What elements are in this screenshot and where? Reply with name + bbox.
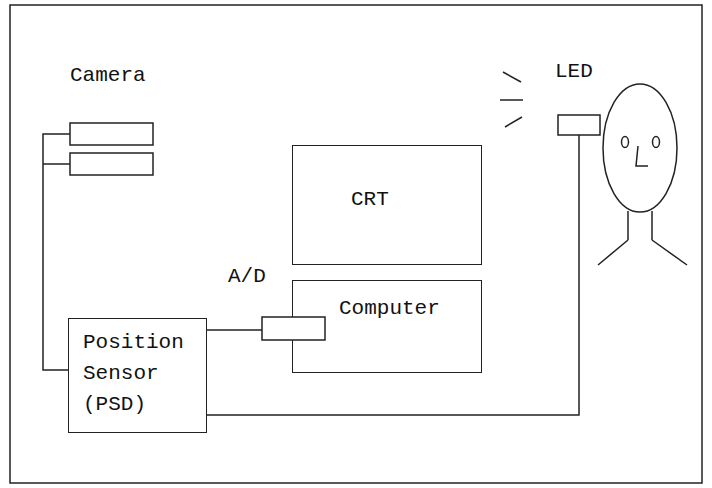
led-body bbox=[558, 115, 600, 135]
camera-wire bbox=[43, 163, 70, 165]
neck-line bbox=[627, 211, 629, 240]
eye bbox=[653, 137, 660, 148]
camera-body bbox=[70, 153, 153, 175]
light-ray bbox=[505, 117, 522, 127]
outer-frame bbox=[10, 5, 702, 483]
nose bbox=[636, 146, 648, 166]
node-label: A/D bbox=[228, 265, 330, 289]
head-outline bbox=[603, 84, 677, 212]
node-label: Camera bbox=[70, 64, 160, 88]
signal-wire bbox=[207, 329, 262, 331]
signal-wire bbox=[207, 135, 579, 415]
light-ray bbox=[500, 99, 523, 101]
camera: Camera bbox=[68, 64, 160, 178]
signal-wire bbox=[43, 134, 70, 370]
neck-line bbox=[651, 211, 653, 240]
node-label: CRT bbox=[351, 188, 475, 212]
light-ray bbox=[503, 72, 521, 82]
eye bbox=[622, 137, 629, 148]
node-label: Computer bbox=[339, 297, 475, 321]
crt-box: CRT bbox=[292, 145, 482, 265]
camera-body bbox=[70, 123, 153, 145]
arm-line bbox=[598, 240, 628, 265]
position-sensor-box: Position Sensor (PSD) bbox=[68, 318, 207, 433]
ad-converter-body bbox=[262, 317, 325, 340]
led: LED bbox=[553, 60, 607, 138]
arm-line bbox=[652, 240, 687, 265]
ad-converter: A/D bbox=[226, 265, 330, 341]
node-label: LED bbox=[555, 60, 607, 84]
node-label: Position Sensor (PSD) bbox=[83, 327, 200, 420]
